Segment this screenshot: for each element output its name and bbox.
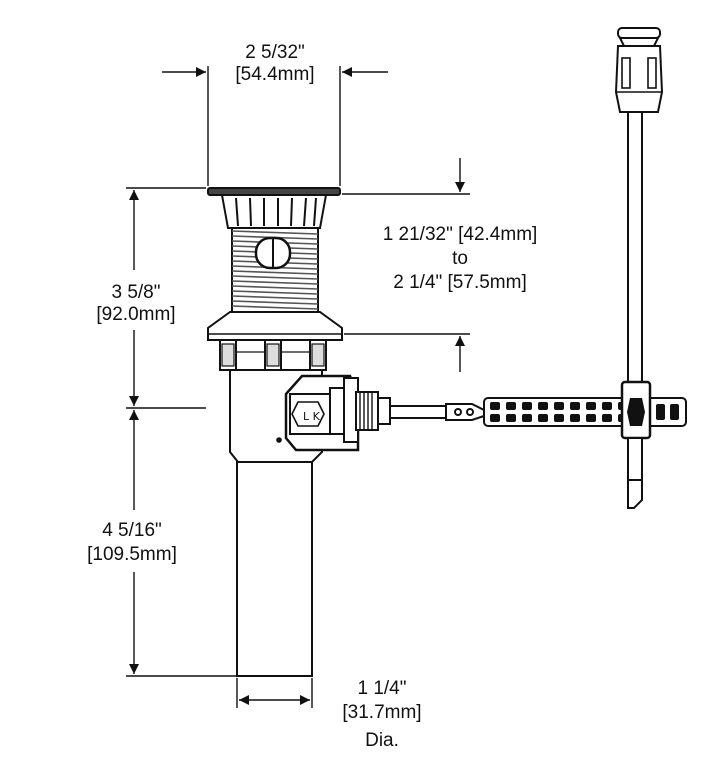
locknut (207, 311, 343, 341)
lower-height-metric: [109.5mm] (87, 544, 177, 565)
pivot-rod (389, 405, 447, 419)
drain-assembly (207, 187, 343, 677)
threaded-body (231, 227, 319, 313)
tail-diameter-metric: [31.7mm] (342, 702, 421, 723)
adjust-range-line1: 1 21/32" [42.4mm] (383, 224, 538, 245)
tail-piece (236, 461, 313, 677)
retainer-tabs (219, 339, 327, 371)
dimension-lines (126, 66, 470, 708)
adjust-range-line2: to (452, 248, 468, 269)
adjust-range-line3: 2 1/4" [57.5mm] (393, 272, 526, 293)
upper-height-imperial: 3 5/8" (111, 282, 160, 303)
top-width-metric: [54.4mm] (235, 64, 314, 85)
tail-diameter-imperial: 1 1/4" (357, 678, 406, 699)
ribbed-collar (220, 194, 328, 229)
top-width-imperial: 2 5/32" (245, 42, 305, 63)
dimension-labels: 2 5/32" [54.4mm] 1 21/32" [42.4mm] to 2 … (87, 42, 537, 751)
svg-text:L K: L K (303, 410, 321, 423)
lift-rod-shaft (627, 111, 643, 395)
lift-rod-knob (617, 27, 661, 39)
lower-height-imperial: 4 5/16" (102, 520, 162, 541)
pivot-nut-emblem (291, 401, 325, 427)
upper-height-metric: [92.0mm] (96, 304, 175, 325)
tail-diameter-suffix: Dia. (365, 730, 399, 751)
flange-cap (207, 187, 341, 196)
lift-rod-assembly (614, 27, 664, 509)
